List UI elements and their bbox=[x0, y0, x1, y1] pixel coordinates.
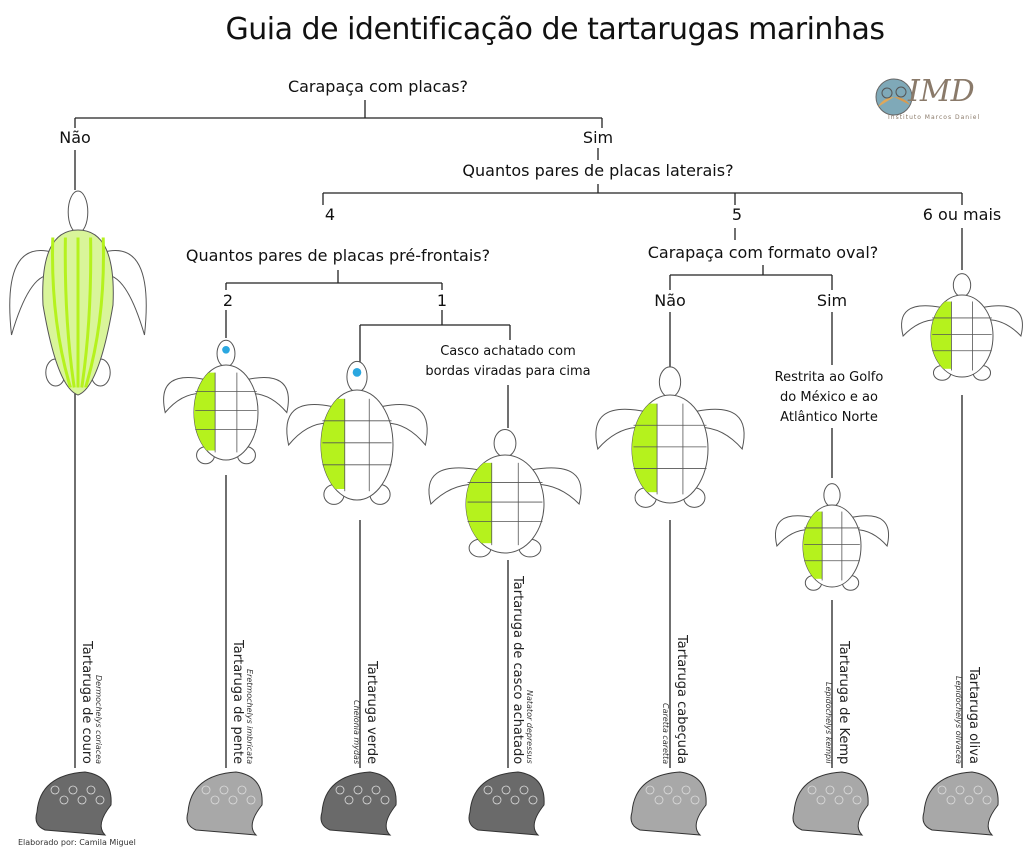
answer-1-prefrontal: 1 bbox=[436, 291, 448, 310]
lateral-scutes-highlight bbox=[931, 301, 952, 369]
logo-spiral-icon bbox=[875, 78, 913, 116]
head-illustration-hawksbill bbox=[186, 771, 263, 836]
question-oval-carapace: Carapaça com formato oval? bbox=[647, 243, 879, 262]
note-line: Atlântico Norte bbox=[780, 410, 878, 425]
lateral-scutes-highlight bbox=[803, 511, 823, 579]
head-illustration-loggerhead bbox=[630, 771, 707, 836]
imd-logo bbox=[874, 75, 1009, 125]
tree-lines bbox=[74, 100, 963, 768]
credits: Elaborado por: Camila Miguel bbox=[18, 838, 136, 847]
head-illustration-kemp bbox=[792, 771, 869, 836]
lateral-scutes-highlight bbox=[194, 372, 216, 451]
head-illustration-flatback bbox=[468, 771, 545, 836]
question-lateral-scutes: Quantos pares de placas laterais? bbox=[462, 161, 734, 180]
turtle-illustration-leatherback bbox=[9, 190, 147, 396]
turtle-illustration-kemp bbox=[775, 483, 889, 591]
page-title: Guia de identificação de tartarugas mari… bbox=[225, 12, 885, 47]
species-name-leatherback: Tartaruga de couro bbox=[79, 641, 94, 764]
note-flatback: Casco achatado com bordas viradas para c… bbox=[425, 342, 590, 382]
prefrontal-scute-marker bbox=[222, 346, 230, 354]
species-scientific-green: Chelonia mydas bbox=[352, 699, 361, 764]
answer-oval: Sim bbox=[816, 291, 848, 310]
species-scientific-leatherback: Dermochelys coriacea bbox=[94, 674, 103, 764]
head-illustration-green bbox=[320, 771, 397, 836]
turtle-illustration-flatback bbox=[428, 429, 582, 558]
answer-6-or-more: 6 ou mais bbox=[922, 205, 1002, 224]
species-scientific-flatback: Natator depressus bbox=[525, 690, 534, 764]
answer-no-scutes: Não bbox=[59, 128, 91, 147]
note-line: Restrita ao Golfo bbox=[774, 370, 884, 385]
question-carapace-scutes: Carapaça com placas? bbox=[287, 77, 469, 96]
answer-not-oval: Não bbox=[654, 291, 686, 310]
species-name-flatback: Tartaruga de casco achatado bbox=[510, 575, 525, 764]
answer-5-pairs: 5 bbox=[731, 205, 743, 224]
species-name-olive: Tartaruga oliva bbox=[966, 667, 981, 764]
answer-yes-scutes: Sim bbox=[582, 128, 614, 147]
species-name-green: Tartaruga verde bbox=[364, 660, 379, 764]
species-scientific-loggerhead: Caretta caretta bbox=[661, 702, 670, 764]
species-name-loggerhead: Tartaruga cabeçuda bbox=[674, 634, 689, 764]
species-scientific-kemp: Lepidochelys kempii bbox=[824, 682, 833, 764]
turtle-illustration-loggerhead bbox=[595, 366, 745, 508]
turtle-illustration-green bbox=[286, 360, 428, 505]
answer-2-prefrontal: 2 bbox=[222, 291, 234, 310]
answer-4-pairs: 4 bbox=[324, 205, 336, 224]
head-illustration-leatherback bbox=[35, 771, 112, 836]
note-line: Casco achatado com bbox=[440, 344, 576, 359]
species-name-kemp: Tartaruga de Kemp bbox=[836, 640, 851, 764]
head-illustration-olive bbox=[922, 771, 999, 836]
lateral-scutes-highlight bbox=[321, 398, 345, 489]
prefrontal-scute-marker bbox=[352, 368, 362, 377]
species-scientific-hawksbill: Eretmochelys imbricata bbox=[245, 668, 254, 764]
species-name-hawksbill: Tartaruga de pente bbox=[230, 639, 245, 764]
logo-subtitle: Instituto Marcos Daniel bbox=[888, 114, 981, 121]
note-line: bordas viradas para cima bbox=[425, 364, 591, 379]
question-prefrontal-scutes: Quantos pares de placas pré-frontais? bbox=[185, 246, 491, 265]
note-line: do México e ao bbox=[780, 390, 878, 405]
turtle-illustration-olive bbox=[901, 273, 1023, 381]
species-scientific-olive: Lepidochelys olivacea bbox=[954, 676, 963, 764]
logo-text: IMD bbox=[908, 74, 975, 109]
note-kemp: Restrita ao Golfo do México e ao Atlânti… bbox=[775, 368, 884, 428]
turtle-illustration-hawksbill bbox=[163, 339, 289, 465]
